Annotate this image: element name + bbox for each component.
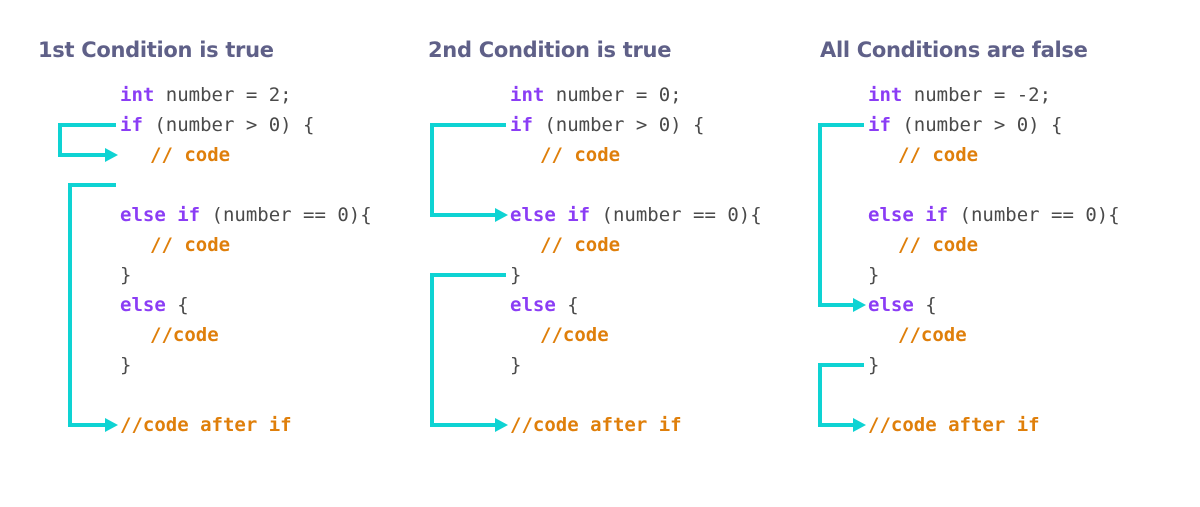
arrow-if-to-code [58,123,118,162]
arrow-blockend-to-after [430,273,508,432]
code-block: int number = 2;if (number > 0) {// code … [120,80,372,440]
arrow-head [495,208,508,222]
code-line: //code after if [510,410,762,440]
code-token-plain: } [510,354,522,376]
code-line: // code [868,140,1120,170]
code-token-kw: if [510,114,533,136]
code-line: int number = 0; [510,80,762,110]
code-token-kw: else if [510,204,591,226]
code-token-plain: (number == 0){ [590,204,762,226]
code-line: if (number > 0) { [868,110,1120,140]
code-line: else { [868,290,1120,320]
code-token-cmt: //code after if [510,414,682,436]
code-line: } [510,260,762,290]
code-token-plain: { [913,294,937,316]
code-token-cmt: // code [150,234,231,256]
code-line [868,380,1120,410]
code-token-kw: else [868,294,914,316]
code-token-plain: } [120,264,132,286]
code-token-kw: int [510,84,545,106]
code-block: int number = -2;if (number > 0) {// code… [868,80,1120,440]
arrow-if-to-elseif [430,123,508,222]
code-token-plain: { [555,294,579,316]
code-token-plain: } [868,264,880,286]
arrow-head [853,298,866,312]
code-token-cmt: //code [150,324,219,346]
arrow-if-to-else [818,123,866,312]
code-token-plain: (number > 0) { [142,114,315,136]
code-line: //code [510,320,762,350]
code-line: } [120,350,372,380]
code-line: // code [510,230,762,260]
code-line: else if (number == 0){ [120,200,372,230]
code-line: } [868,260,1120,290]
code-line: int number = 2; [120,80,372,110]
column-title: 2nd Condition is true [428,38,672,62]
code-line: // code [868,230,1120,260]
code-token-cmt: // code [898,144,979,166]
code-line [120,170,372,200]
code-token-kw: else [120,294,166,316]
arrow-head [853,418,866,432]
code-line: if (number > 0) { [120,110,372,140]
code-token-kw: if [120,114,143,136]
code-line: // code [120,140,372,170]
code-line: int number = -2; [868,80,1120,110]
code-token-cmt: //code [540,324,609,346]
code-token-cmt: // code [540,234,621,256]
arrow-head [105,148,118,162]
column-title: 1st Condition is true [38,38,274,62]
code-token-cmt: //code after if [120,414,292,436]
arrow-head [105,418,118,432]
code-block: int number = 0;if (number > 0) {// code … [510,80,762,440]
code-token-plain: } [868,354,880,376]
code-token-kw: int [868,84,903,106]
code-token-plain: (number > 0) { [890,114,1063,136]
code-line: if (number > 0) { [510,110,762,140]
code-token-plain: (number == 0){ [948,204,1120,226]
code-token-cmt: // code [540,144,621,166]
code-token-cmt: //code [898,324,967,346]
code-token-plain: (number > 0) { [532,114,705,136]
arrow-head [495,418,508,432]
code-token-plain: number = 0; [544,84,682,106]
arrow-blockend-to-after [818,363,866,432]
code-line: } [510,350,762,380]
code-line [120,380,372,410]
code-line: else if (number == 0){ [868,200,1120,230]
code-token-plain: number = 2; [154,84,292,106]
code-line: // code [120,230,372,260]
code-token-cmt: // code [150,144,231,166]
code-token-kw: int [120,84,155,106]
code-token-cmt: // code [898,234,979,256]
code-line: //code after if [120,410,372,440]
code-token-plain: } [120,354,132,376]
arrow-blockend-to-after [68,183,118,432]
code-token-kw: else if [868,204,949,226]
code-line [868,170,1120,200]
code-token-kw: if [868,114,891,136]
code-token-kw: else [510,294,556,316]
column-title: All Conditions are false [820,38,1088,62]
code-line: } [120,260,372,290]
code-line: else if (number == 0){ [510,200,762,230]
code-line [510,170,762,200]
code-line: //code [868,320,1120,350]
code-token-plain: { [165,294,189,316]
code-line: //code [120,320,372,350]
code-line: else { [510,290,762,320]
code-line: } [868,350,1120,380]
code-token-cmt: //code after if [868,414,1040,436]
code-token-kw: else if [120,204,201,226]
code-line: //code after if [868,410,1120,440]
code-token-plain: number = -2; [902,84,1052,106]
code-line: // code [510,140,762,170]
code-token-plain: (number == 0){ [200,204,372,226]
code-line: else { [120,290,372,320]
code-token-plain: } [510,264,522,286]
code-line [510,380,762,410]
